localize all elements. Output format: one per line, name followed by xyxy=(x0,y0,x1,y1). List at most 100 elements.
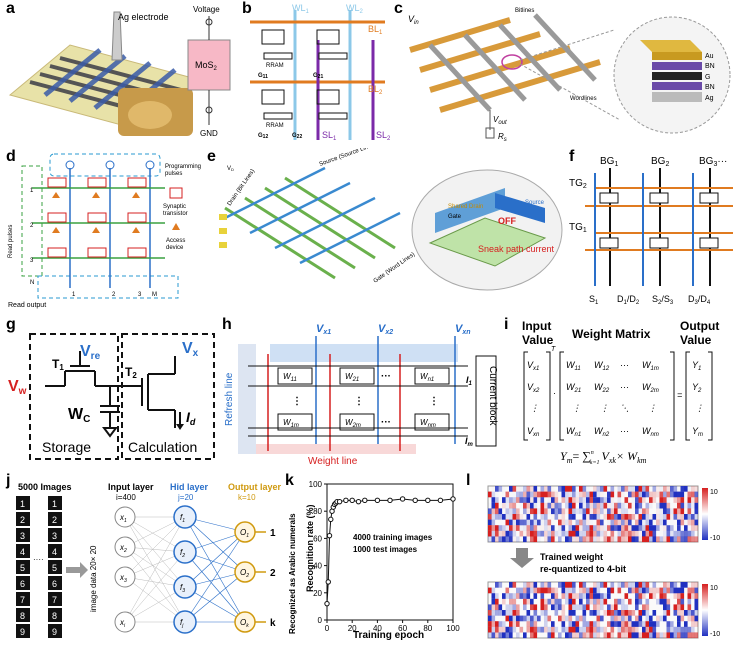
heatmap-cell xyxy=(670,514,674,520)
heatmap-cell xyxy=(628,497,632,503)
heatmap-cell xyxy=(624,508,629,515)
heatmap-cell xyxy=(533,615,538,622)
heatmap-cell xyxy=(593,582,597,588)
output-count-label: k=10 xyxy=(238,493,256,502)
heatmap-cell xyxy=(691,491,695,498)
heatmap-cell xyxy=(691,508,695,514)
heatmap-cell xyxy=(670,616,674,622)
heatmap-cell xyxy=(516,519,520,526)
heatmap-cell xyxy=(645,486,650,492)
heatmap-cell xyxy=(565,508,569,515)
heatmap-cell xyxy=(645,626,650,633)
heatmap-cell xyxy=(663,610,667,616)
heatmap-cell xyxy=(554,530,559,537)
heatmap-cell xyxy=(575,519,580,526)
heatmap-cell xyxy=(656,615,660,622)
heatmap-cell xyxy=(687,626,692,633)
heatmap-cell xyxy=(551,520,555,526)
heatmap-cell xyxy=(568,626,573,633)
hid-count-label: j=20 xyxy=(177,493,194,502)
heatmap-cell xyxy=(558,604,562,611)
heatmap-cell xyxy=(582,536,587,543)
heatmap-cell xyxy=(684,604,688,610)
heatmap-cell xyxy=(558,519,562,526)
heatmap-cell xyxy=(596,598,601,605)
heatmap-cell xyxy=(530,604,534,611)
heatmap-cell xyxy=(656,531,660,537)
heatmap-cell xyxy=(540,593,545,599)
heatmap-cell xyxy=(677,632,681,639)
bitlines-label: Bitlines xyxy=(515,8,534,14)
heatmap-cell xyxy=(523,621,527,627)
heatmap-cell xyxy=(523,632,527,639)
heatmap-cell xyxy=(586,604,590,611)
d34-label: D3/D4 xyxy=(688,294,711,306)
heatmap-cell xyxy=(540,582,545,588)
heatmap-cell xyxy=(547,582,552,588)
heatmap-cell xyxy=(600,530,604,537)
heatmap-cell xyxy=(495,536,499,543)
heatmap-cell xyxy=(509,486,513,492)
heatmap-cell xyxy=(635,519,639,526)
heatmap-cell xyxy=(674,616,678,622)
heatmap-cell xyxy=(505,519,510,526)
heatmap-cell xyxy=(611,599,615,605)
heatmap-cell xyxy=(561,530,566,537)
heatmap-cell xyxy=(526,598,531,605)
read-pulses-label: Read pulses xyxy=(8,225,14,258)
heatmap-cell xyxy=(555,486,559,492)
panel-label: h xyxy=(222,316,232,333)
heatmap-cell xyxy=(499,503,503,509)
heatmap-cell xyxy=(610,632,615,639)
heatmap-cell xyxy=(677,519,681,526)
heatmap-cell xyxy=(624,610,629,616)
heatmap-cell xyxy=(495,604,499,611)
heatmap-cell xyxy=(694,486,699,492)
heatmap-cell xyxy=(541,536,545,542)
heatmap-cell xyxy=(544,615,548,622)
heatmap-cell xyxy=(610,536,615,543)
heatmap-cell xyxy=(614,525,618,531)
heatmap-cell xyxy=(534,599,538,605)
heatmap-cell xyxy=(656,627,660,633)
heatmap-cell xyxy=(656,514,660,520)
heatmap-cell xyxy=(533,525,538,531)
heatmap-cell xyxy=(499,599,503,605)
heatmap-cell xyxy=(579,615,583,622)
heatmap-cell xyxy=(607,587,611,594)
heatmap-cell xyxy=(576,503,580,509)
heatmap-cell xyxy=(604,621,608,627)
heatmap-cell xyxy=(610,491,615,498)
heatmap-cell xyxy=(673,610,678,616)
heatmap-cell xyxy=(505,530,510,537)
heatmap-cell xyxy=(530,598,534,605)
heatmap-cell xyxy=(523,491,527,498)
heatmap-cell xyxy=(502,582,506,588)
svg-text:W12: W12 xyxy=(594,360,610,372)
heatmap-cell xyxy=(589,508,594,515)
row-label: 2 xyxy=(30,223,34,229)
heatmap-cell xyxy=(589,525,594,531)
heatmap-cell xyxy=(488,615,492,622)
heatmap-cell xyxy=(649,525,653,531)
heatmap-cell xyxy=(638,621,643,627)
panel-g: g Vre Vx Vw T1 T2 WC Id Storage Calculat… xyxy=(0,316,218,466)
heatmap-cell xyxy=(652,582,657,588)
heatmap-cell xyxy=(603,497,608,503)
heatmap-cell xyxy=(575,508,580,515)
heatmap-cell xyxy=(596,519,601,526)
heatmap-cell xyxy=(653,508,657,514)
heatmap-cell xyxy=(652,626,657,633)
heatmap-cell xyxy=(621,486,625,492)
heatmap-cell xyxy=(509,536,513,543)
heatmap-cell xyxy=(530,491,534,498)
heatmap-cell xyxy=(551,514,555,520)
heatmap-cell xyxy=(586,610,590,616)
heatmap-cell xyxy=(568,486,573,492)
vw-label: Vw xyxy=(8,378,27,397)
heatmap-cell xyxy=(555,525,559,531)
heatmap-cell xyxy=(551,530,555,537)
heatmap-cell xyxy=(502,486,506,492)
wc-label: WC xyxy=(68,406,90,425)
